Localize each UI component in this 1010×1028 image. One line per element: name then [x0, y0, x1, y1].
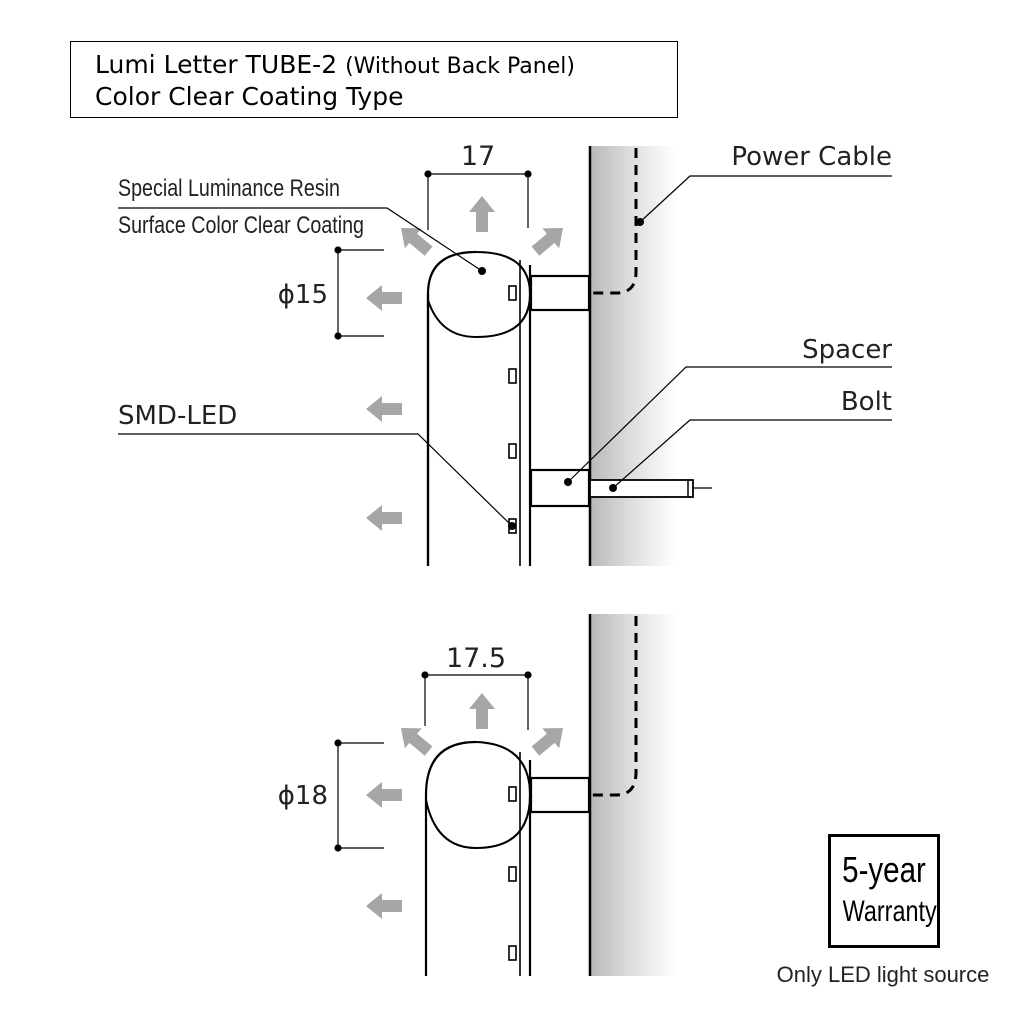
warranty-years: 5-year	[842, 849, 926, 890]
led-chips	[508, 285, 517, 534]
title-line-1: Lumi Letter TUBE-2 (Without Back Panel)	[95, 50, 575, 79]
tube-body	[424, 740, 532, 976]
led-chips	[508, 786, 517, 961]
spacer-label: Spacer	[802, 335, 892, 365]
tube-body	[426, 250, 532, 566]
bolt-label: Bolt	[841, 387, 892, 417]
resin-label: Special Luminance Resin	[118, 174, 340, 201]
wall	[590, 146, 676, 566]
power-cable-line	[590, 616, 638, 797]
warranty-badge: 5-year Warranty	[828, 834, 940, 948]
leader-lines	[118, 175, 892, 527]
power-cable-label: Power Cable	[731, 142, 892, 172]
width-dim-label: 17	[461, 141, 495, 172]
warranty-word: Warranty	[842, 895, 937, 928]
top-mount	[529, 776, 591, 814]
width-dimension	[421, 671, 532, 730]
top-mount	[529, 274, 591, 312]
wall	[590, 614, 676, 976]
upper-diagram: 17 ϕ15	[118, 141, 892, 566]
bolt	[589, 479, 712, 498]
diameter-dim-label: ϕ18	[278, 781, 328, 811]
product-name: Lumi Letter TUBE-2	[95, 50, 338, 79]
warranty-note: Only LED light source	[776, 962, 990, 987]
leader-dots	[478, 218, 644, 530]
width-dim-label: 17.5	[446, 643, 506, 674]
diameter-dimension	[334, 246, 384, 340]
diameter-dimension	[334, 739, 384, 852]
smd-led-label: SMD-LED	[118, 401, 237, 431]
title-box: Lumi Letter TUBE-2 (Without Back Panel) …	[70, 41, 678, 118]
spacer	[529, 468, 591, 508]
power-cable-line	[590, 148, 638, 295]
title-line-2: Color Clear Coating Type	[95, 82, 404, 111]
width-dimension	[424, 170, 532, 230]
product-variant: (Without Back Panel)	[345, 54, 575, 79]
lower-diagram: 17.5 ϕ18	[278, 614, 676, 976]
diameter-dim-label: ϕ15	[278, 280, 328, 310]
coating-label: Surface Color Clear Coating	[118, 211, 364, 238]
